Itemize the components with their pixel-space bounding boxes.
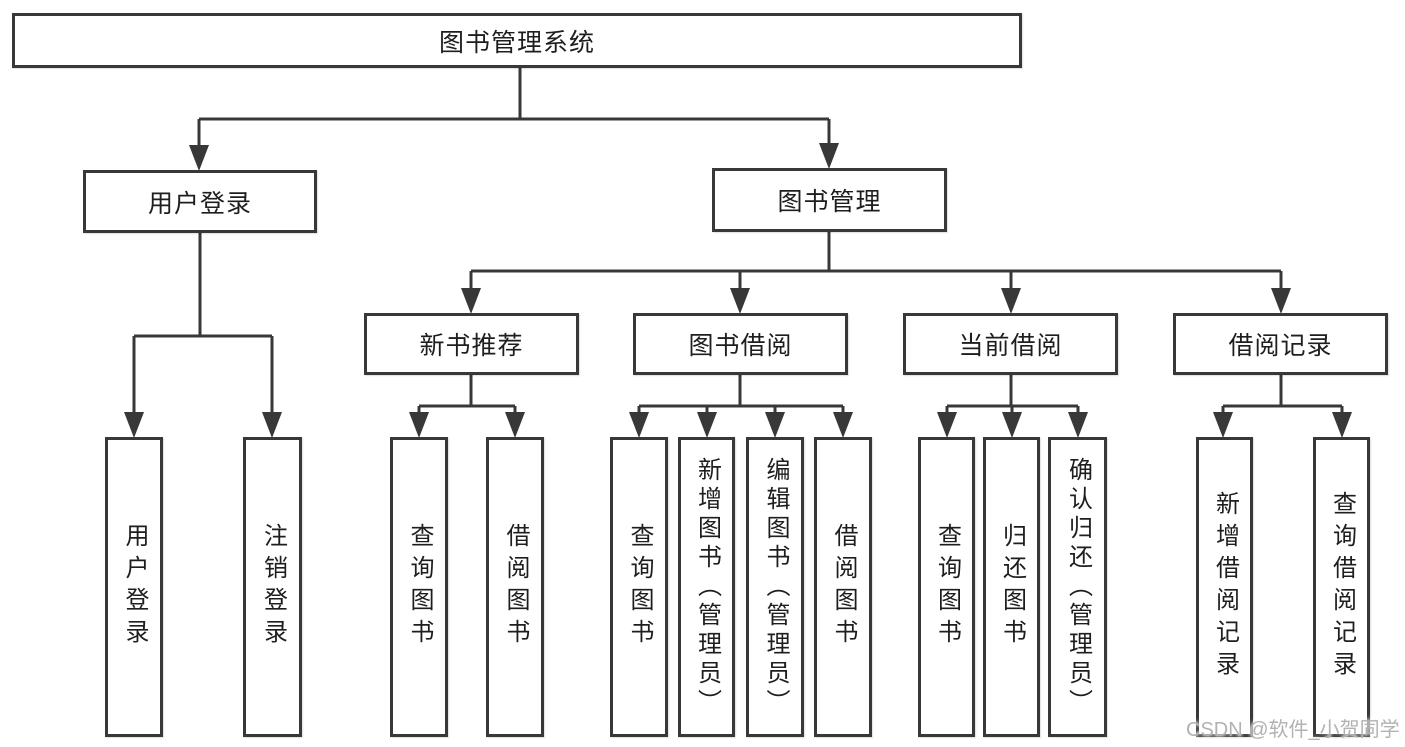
connector-borrow-records-to-leaves [1221,375,1344,414]
node-leaf-edit-book-admin: 编辑图书（管理员） [746,437,804,737]
leaf-label: 查询图书 [406,523,433,651]
arrowhead [1332,412,1352,438]
arrowhead [505,412,525,438]
csdn-watermark: CSDN @软件_小贺同学 [1186,719,1400,741]
leaf-label: 注销登录 [259,523,287,651]
node-user-login: 用户登录 [83,170,317,233]
arrowhead [629,412,649,438]
arrowhead [1001,288,1021,314]
arrowhead [697,412,717,438]
arrowhead [461,288,481,314]
node-leaf-query-book-current: 查询图书 [918,437,975,737]
node-leaf-user-login: 用户登录 [105,437,163,737]
node-leaf-query-borrow-record: 查询借阅记录 [1313,437,1370,737]
node-leaf-logout: 注销登录 [243,437,302,737]
leaf-label: 借阅图书 [502,523,529,651]
node-current-borrow: 当前借阅 [903,313,1118,375]
arrowhead [124,412,144,438]
node-leaf-add-borrow-record: 新增借阅记录 [1196,437,1253,737]
leaf-label: 查询图书 [626,523,653,651]
connector-book-borrow-to-leaves [637,375,845,414]
node-leaf-query-book-rec: 查询图书 [390,437,448,737]
leaf-label: 确认归还（管理员） [1064,456,1092,718]
node-leaf-query-book-borrow: 查询图书 [610,437,668,737]
arrowhead [730,288,750,314]
arrowhead [409,412,429,438]
connector-user-login-to-leaves [132,233,274,414]
node-leaf-borrow-book: 借阅图书 [814,437,872,737]
arrowhead [1002,412,1022,438]
leaf-label: 查询借阅记录 [1328,491,1356,683]
node-book-borrow: 图书借阅 [633,313,848,375]
leaf-label: 借阅图书 [830,523,857,651]
node-borrow-records: 借阅记录 [1173,313,1388,375]
arrowhead [819,143,839,169]
arrowhead [1213,412,1233,438]
node-leaf-borrow-book-rec: 借阅图书 [486,437,544,737]
arrowhead [833,412,853,438]
arrowhead [1068,412,1088,438]
leaf-label: 归还图书 [998,523,1026,651]
connector-root-to-level2 [197,68,831,147]
arrowhead [1271,288,1291,314]
leaf-label: 用户登录 [121,523,148,651]
arrowhead [262,412,282,438]
node-root: 图书管理系统 [12,13,1022,68]
node-leaf-return-book: 归还图书 [983,437,1040,737]
node-leaf-confirm-return-admin: 确认归还（管理员） [1048,437,1107,737]
leaf-label: 新增借阅记录 [1211,491,1239,683]
connector-current-borrow-to-leaves [945,375,1080,414]
node-book-mgmt: 图书管理 [712,168,947,232]
leaf-label: 编辑图书（管理员） [762,456,789,718]
arrowhead [765,412,785,438]
arrowhead [189,145,209,171]
node-leaf-add-book-admin: 新增图书（管理员） [678,437,735,737]
leaf-label: 新增图书（管理员） [693,456,721,718]
leaf-label: 查询图书 [933,523,961,651]
arrowhead [937,412,957,438]
connector-book-mgmt-to-level3 [469,232,1283,290]
connector-new-book-rec-to-leaves [417,375,517,414]
node-new-book-rec: 新书推荐 [364,313,579,375]
